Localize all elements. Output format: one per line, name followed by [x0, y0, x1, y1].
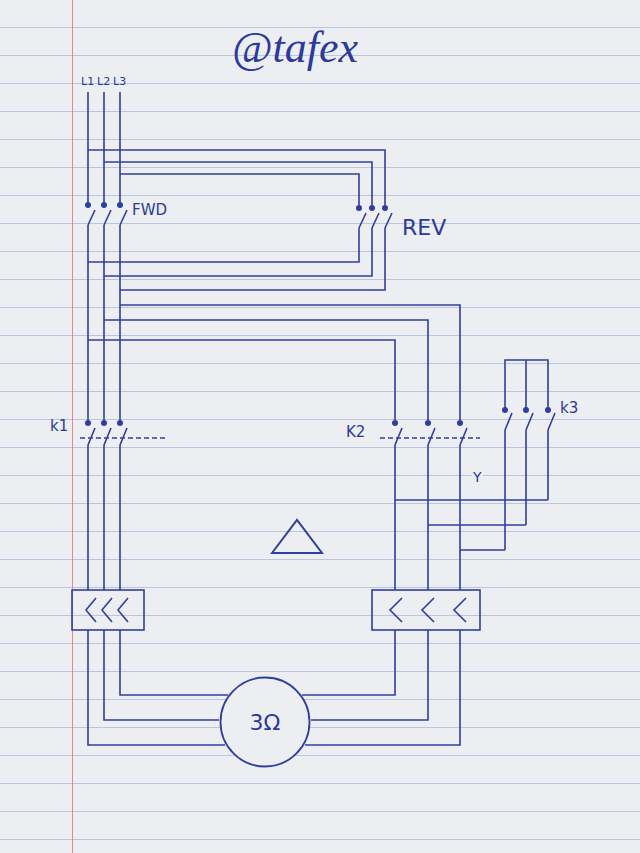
- terminal-dot: [356, 205, 362, 211]
- rev-contact: [359, 213, 392, 228]
- rev-feed: [88, 150, 385, 205]
- phase-label: L2: [97, 76, 110, 88]
- overload-relay: [372, 590, 480, 630]
- contactor-label: K2: [346, 424, 365, 441]
- terminal-dot: [369, 205, 375, 211]
- switch-label: REV: [402, 216, 446, 240]
- terminal-dot: [502, 407, 508, 413]
- switch-label: FWD: [132, 202, 167, 219]
- rev-return: [88, 228, 385, 290]
- contactor-label: k3: [560, 400, 578, 417]
- terminal-dot: [101, 420, 107, 426]
- terminal-dot: [117, 420, 123, 426]
- k2-output: [395, 445, 460, 590]
- contactor-label: k1: [50, 418, 68, 435]
- motor-feed: [88, 630, 228, 745]
- terminal-dot: [392, 420, 398, 426]
- phase-label: L1: [81, 76, 94, 88]
- bus-wire: [88, 225, 120, 420]
- contact-dots: [85, 202, 551, 426]
- motor-symbol: 3Ω: [250, 710, 281, 735]
- terminal-dot: [523, 407, 529, 413]
- mechanical-link: [380, 437, 480, 439]
- terminal-dot: [382, 205, 388, 211]
- overload-element: [390, 598, 466, 622]
- terminal-dot: [457, 420, 463, 426]
- delta-symbol: [272, 520, 322, 553]
- terminal-dot: [101, 202, 107, 208]
- terminal-dot: [85, 420, 91, 426]
- k1-contact: [88, 428, 127, 445]
- overload-element: [86, 598, 128, 622]
- k3-contact: [505, 413, 555, 430]
- k3-input: [505, 430, 548, 550]
- terminal-dot: [545, 407, 551, 413]
- motor-feed: [302, 630, 460, 745]
- star-point: [505, 360, 548, 408]
- k2-contact: [395, 428, 467, 445]
- motor-circle: 3Ω: [219, 676, 311, 768]
- k1-output: [88, 445, 120, 590]
- fwd-contact: [88, 210, 127, 225]
- terminal-dot: [425, 420, 431, 426]
- terminal-dot: [85, 202, 91, 208]
- supply-wire: [88, 92, 120, 205]
- overload-relay: [72, 590, 144, 630]
- mechanical-link: [80, 437, 165, 439]
- terminal-dot: [117, 202, 123, 208]
- wires: [72, 92, 555, 745]
- k2-feed: [88, 305, 460, 420]
- margin-line: [72, 0, 73, 853]
- star-label: Y: [472, 470, 483, 485]
- phase-label: L3: [113, 76, 126, 88]
- watermark: @tafex: [232, 24, 358, 72]
- k3-feed: [395, 500, 548, 550]
- motor-outline: [221, 678, 310, 767]
